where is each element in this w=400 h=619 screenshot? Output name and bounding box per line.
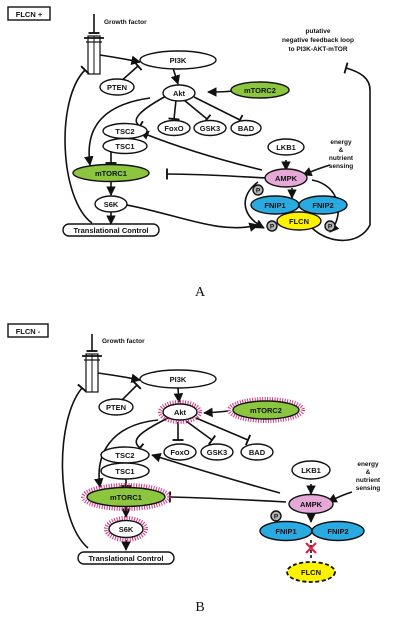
gsk3-node-a: GSK3 — [193, 119, 227, 137]
svg-text:TSC1: TSC1 — [115, 142, 134, 151]
svg-text:FLCN: FLCN — [289, 217, 309, 226]
s6k-node-b: S6K — [104, 516, 148, 542]
panel-a-letter: A — [195, 285, 206, 300]
svg-text:FNIP1: FNIP1 — [264, 201, 285, 210]
flcn-node-b: FLCN — [286, 561, 336, 583]
flcn-node-a: FLCN — [276, 211, 322, 231]
svg-text:P: P — [328, 224, 333, 231]
lkb1-node-b: LKB1 — [291, 460, 331, 480]
foxo-node-a: FoxO — [157, 119, 191, 137]
panel-b-letter: B — [195, 600, 204, 615]
svg-text:P: P — [256, 188, 261, 195]
fnip2-node-b: FNIP2 — [311, 520, 365, 542]
feedback-line1: putative — [306, 28, 331, 35]
receptor-icon — [82, 353, 102, 393]
svg-text:FLCN: FLCN — [301, 568, 321, 577]
svg-text:FoxO: FoxO — [164, 124, 183, 133]
svg-text:AMPK: AMPK — [275, 174, 298, 183]
svg-text:AMPK: AMPK — [300, 500, 323, 509]
panel-a: FLCN + Growth factor putative negative f… — [7, 6, 371, 300]
svg-text:mTORC2: mTORC2 — [250, 406, 282, 415]
fnip1-node-b: FNIP1 — [259, 520, 313, 542]
svg-text:mTORC1: mTORC1 — [95, 169, 127, 178]
phospho-p2-a: P — [266, 220, 278, 232]
svg-text:TSC1: TSC1 — [115, 467, 134, 476]
svg-text:TSC2: TSC2 — [115, 127, 134, 136]
svg-text:PTEN: PTEN — [106, 403, 126, 412]
s6k-node-a: S6K — [94, 195, 128, 213]
svg-text:FNIP2: FNIP2 — [327, 527, 348, 536]
growth-factor-label-b: Growth factor — [102, 338, 145, 345]
svg-text:LKB1: LKB1 — [276, 143, 296, 152]
bad-node-b: BAD — [240, 443, 274, 461]
gsk3-node-b: GSK3 — [200, 443, 234, 461]
energy-label-b-2: & — [366, 469, 371, 476]
pten-node-a: PTEN — [99, 78, 135, 96]
svg-text:Akt: Akt — [173, 89, 186, 98]
lkb1-node-a: LKB1 — [267, 138, 305, 156]
svg-text:GSK3: GSK3 — [200, 124, 220, 133]
pi3k-node-b: PI3K — [139, 369, 217, 389]
svg-text:S6K: S6K — [119, 525, 134, 534]
translational-control-node-a: Translational Control — [62, 223, 160, 237]
growth-factor-label-a: Growth factor — [104, 19, 147, 26]
akt-node-b: Akt — [158, 400, 202, 424]
foxo-node-b: FoxO — [163, 443, 197, 461]
svg-text:mTORC2: mTORC2 — [244, 86, 276, 95]
mtorc2-node-a: mTORC2 — [230, 81, 290, 99]
svg-text:FoxO: FoxO — [170, 448, 189, 457]
svg-text:FNIP1: FNIP1 — [275, 527, 296, 536]
energy-label-a-4: sensing — [329, 163, 354, 170]
translational-control-node-b: Translational Control — [77, 551, 175, 565]
tsc2-node-b: TSC2 — [100, 446, 150, 464]
svg-text:BAD: BAD — [249, 448, 266, 457]
mtorc1-node-a: mTORC1 — [72, 163, 150, 183]
energy-label-b-4: sensing — [356, 485, 381, 492]
pi3k-node-a: PI3K — [139, 50, 217, 70]
svg-text:BAD: BAD — [238, 124, 255, 133]
energy-label-a-3: nutrient — [329, 155, 354, 162]
fnip1-node-a: FNIP1 — [250, 195, 300, 215]
svg-text:P: P — [270, 224, 275, 231]
svg-text:mTORC1: mTORC1 — [110, 493, 142, 502]
feedback-line2: negative feedback loop — [282, 37, 354, 44]
disrupted-link-icon — [305, 542, 317, 554]
ampk-node-b: AMPK — [288, 493, 334, 515]
pten-node-b: PTEN — [98, 398, 134, 416]
energy-label-a-2: & — [339, 147, 344, 154]
panel-a-badge: FLCN + — [16, 10, 43, 19]
svg-text:P: P — [274, 514, 279, 521]
phospho-p1-b: P — [270, 510, 282, 522]
akt-node-a: Akt — [162, 84, 196, 102]
feedback-line3: to PI3K-AKT-mTOR — [288, 46, 347, 53]
ampk-node-a: AMPK — [264, 168, 308, 188]
tsc1-node-b: TSC1 — [100, 462, 150, 480]
phospho-p3-a: P — [324, 220, 336, 232]
svg-text:S6K: S6K — [104, 200, 119, 209]
svg-text:Translational Control: Translational Control — [88, 554, 163, 563]
svg-text:GSK3: GSK3 — [207, 448, 227, 457]
svg-text:TSC2: TSC2 — [115, 451, 134, 460]
svg-text:PI3K: PI3K — [170, 375, 187, 384]
svg-text:FNIP2: FNIP2 — [312, 201, 333, 210]
tsc2-node-a: TSC2 — [102, 122, 148, 140]
energy-label-b-1: energy — [357, 461, 379, 468]
svg-text:PI3K: PI3K — [170, 56, 187, 65]
svg-text:LKB1: LKB1 — [301, 466, 321, 475]
energy-label-a-1: energy — [330, 139, 352, 146]
mtorc2-node-b: mTORC2 — [227, 397, 305, 423]
fnip2-node-a: FNIP2 — [298, 195, 348, 215]
svg-text:Akt: Akt — [174, 408, 187, 417]
panel-b: FLCN - Growth factor — [7, 323, 381, 615]
energy-label-b-3: nutrient — [356, 477, 381, 484]
mtorc1-node-b: mTORC1 — [81, 483, 171, 511]
tsc1-node-a: TSC1 — [102, 137, 148, 155]
bad-node-a: BAD — [230, 119, 262, 137]
phospho-p1-a: P — [252, 184, 264, 196]
svg-text:Translational Control: Translational Control — [73, 226, 148, 235]
panel-b-badge: FLCN - — [16, 327, 41, 336]
svg-text:PTEN: PTEN — [107, 83, 127, 92]
